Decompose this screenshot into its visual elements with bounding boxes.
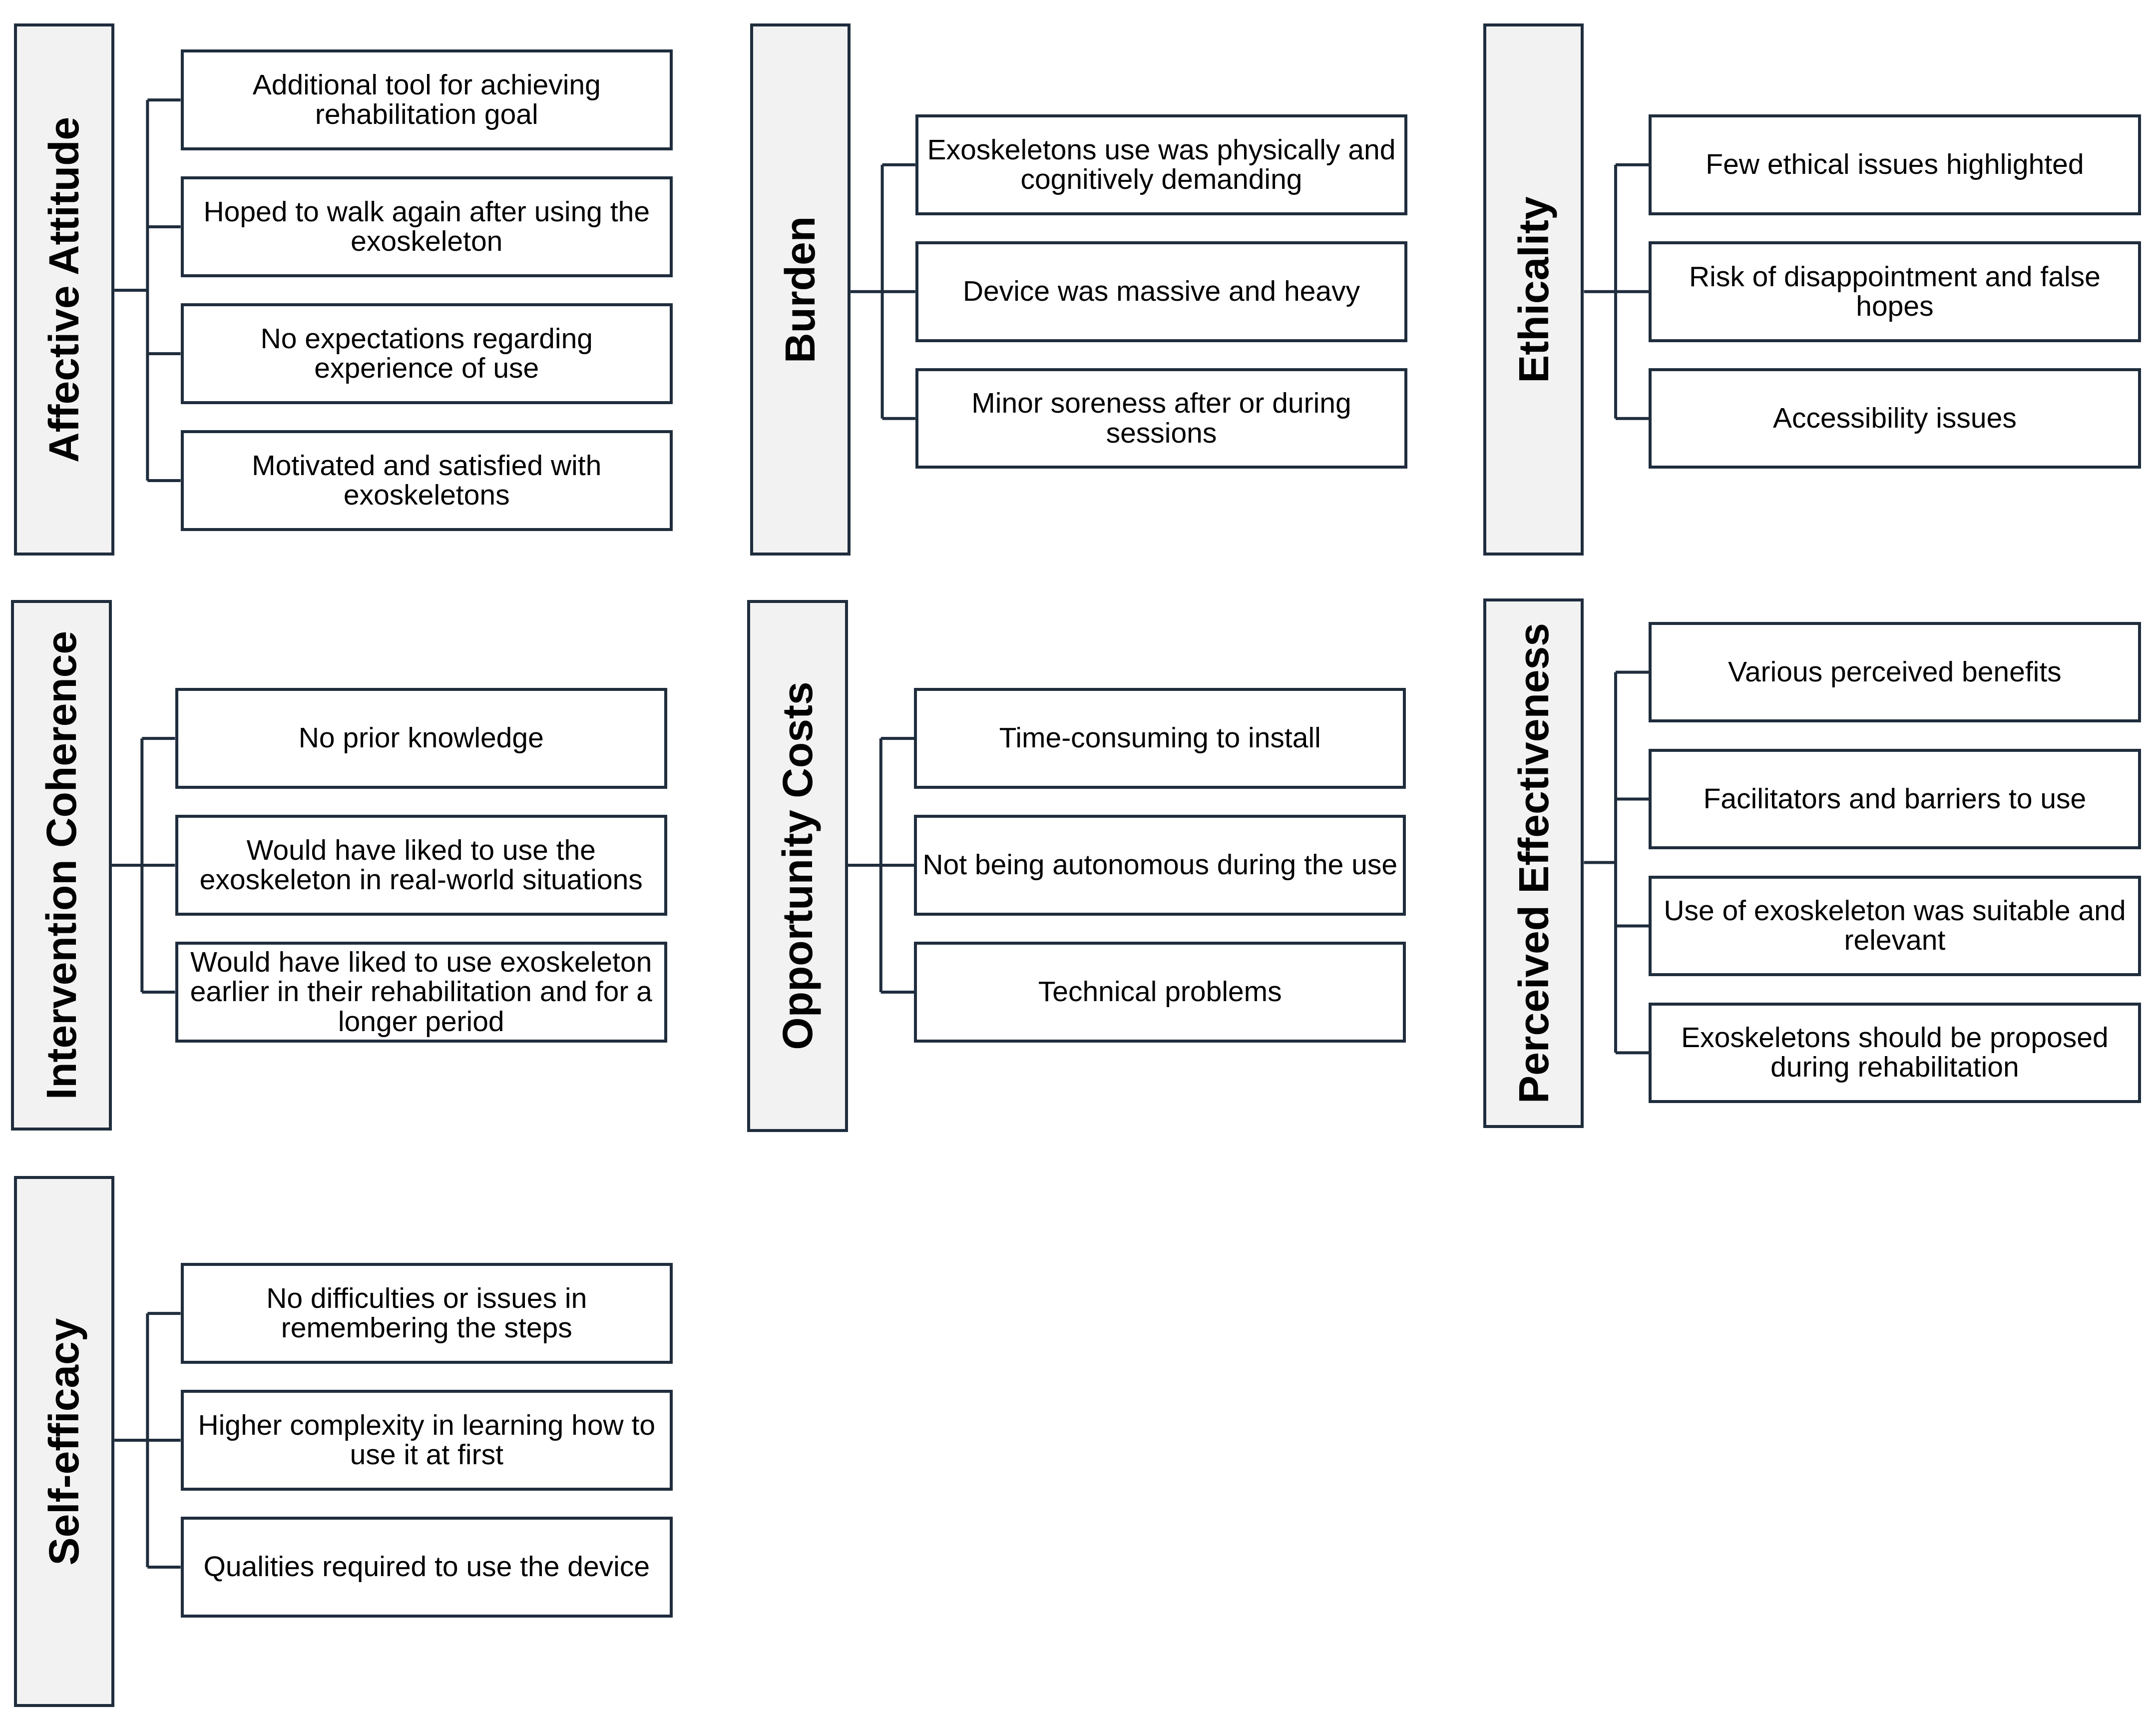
- item-box: Various perceived benefits: [1649, 621, 2141, 723]
- theme-perceived-effectiveness: Perceived Effectiveness: [1483, 598, 1584, 1128]
- item-box: No prior knowledge: [175, 688, 667, 789]
- item-box: Time-consuming to install: [914, 688, 1406, 789]
- item-box: Few ethical issues highlighted: [1649, 114, 2141, 215]
- theme-intervention-coherence: Intervention Coherence: [11, 599, 112, 1131]
- item-text: Time-consuming to install: [999, 722, 1321, 754]
- item-text: No expectations regarding experience of …: [260, 322, 593, 384]
- item-text: Would have liked to use the exoskeleton …: [199, 834, 643, 896]
- theme-label: Perceived Effectiveness: [1510, 622, 1557, 1104]
- theme-label: Intervention Coherence: [37, 630, 85, 1100]
- item-text: Accessibility issues: [1773, 402, 2017, 435]
- item-text: No prior knowledge: [298, 722, 544, 754]
- item-box: Qualities required to use the device: [180, 1517, 673, 1618]
- item-text: Would have liked to use exoskeleton earl…: [190, 946, 652, 1038]
- item-box: Technical problems: [914, 942, 1406, 1043]
- item-text: Few ethical issues highlighted: [1706, 148, 2084, 181]
- item-text: Motivated and satisfied with exoskeleton…: [252, 449, 602, 511]
- item-text: Additional tool for achieving rehabilita…: [252, 68, 601, 131]
- item-text: Exoskeletons should be proposed during r…: [1681, 1022, 2109, 1084]
- item-box: Device was massive and heavy: [915, 241, 1408, 342]
- item-box: Risk of disappointment and false hopes: [1649, 241, 2141, 342]
- theme-label: Opportunity Costs: [774, 681, 821, 1051]
- item-box: Hoped to walk again after using the exos…: [180, 176, 673, 277]
- item-text: Qualities required to use the device: [203, 1551, 650, 1583]
- theme-self-efficacy: Self-efficacy: [13, 1176, 115, 1708]
- item-text: Various perceived benefits: [1728, 655, 2062, 688]
- theme-label: Affective Attitude: [40, 116, 88, 463]
- item-box: Additional tool for achieving rehabilita…: [180, 49, 673, 150]
- item-box: Use of exoskeleton was suitable and rele…: [1649, 875, 2141, 977]
- item-text: Device was massive and heavy: [962, 275, 1360, 308]
- item-box: Motivated and satisfied with exoskeleton…: [180, 430, 673, 531]
- theme-affective-attitude: Affective Attitude: [13, 23, 115, 556]
- theme-ethicality: Ethicality: [1483, 23, 1584, 556]
- item-box: Would have liked to use the exoskeleton …: [175, 815, 667, 916]
- item-box: No difficulties or issues in remembering…: [180, 1263, 673, 1364]
- item-box: Higher complexity in learning how to use…: [180, 1390, 673, 1491]
- item-box: Would have liked to use exoskeleton earl…: [175, 942, 667, 1043]
- item-text: Higher complexity in learning how to use…: [198, 1409, 656, 1471]
- theme-label: Burden: [777, 216, 824, 363]
- theme-label: Ethicality: [1510, 196, 1557, 383]
- theme-label: Self-efficacy: [40, 1318, 88, 1566]
- item-text: Risk of disappointment and false hopes: [1689, 260, 2101, 322]
- theme-opportunity-costs: Opportunity Costs: [747, 599, 848, 1133]
- item-text: Use of exoskeleton was suitable and rele…: [1664, 895, 2126, 957]
- item-box: Exoskeletons should be proposed during r…: [1649, 1002, 2141, 1104]
- item-text: Exoskeletons use was physically and cogn…: [927, 133, 1396, 195]
- item-box: Exoskeletons use was physically and cogn…: [915, 114, 1408, 215]
- item-box: No expectations regarding experience of …: [180, 303, 673, 404]
- theme-burden: Burden: [750, 23, 851, 556]
- item-text: Not being autonomous during the use: [922, 849, 1398, 881]
- item-box: Facilitators and barriers to use: [1649, 748, 2141, 850]
- item-box: Not being autonomous during the use: [914, 815, 1406, 916]
- item-box: Minor soreness after or during sessions: [915, 368, 1408, 469]
- item-text: No difficulties or issues in remembering…: [266, 1282, 587, 1344]
- item-text: Technical problems: [1038, 976, 1282, 1008]
- item-box: Accessibility issues: [1649, 368, 2141, 469]
- item-text: Hoped to walk again after using the exos…: [203, 195, 650, 258]
- item-text: Minor soreness after or during sessions: [971, 387, 1351, 449]
- item-text: Facilitators and barriers to use: [1703, 782, 2087, 815]
